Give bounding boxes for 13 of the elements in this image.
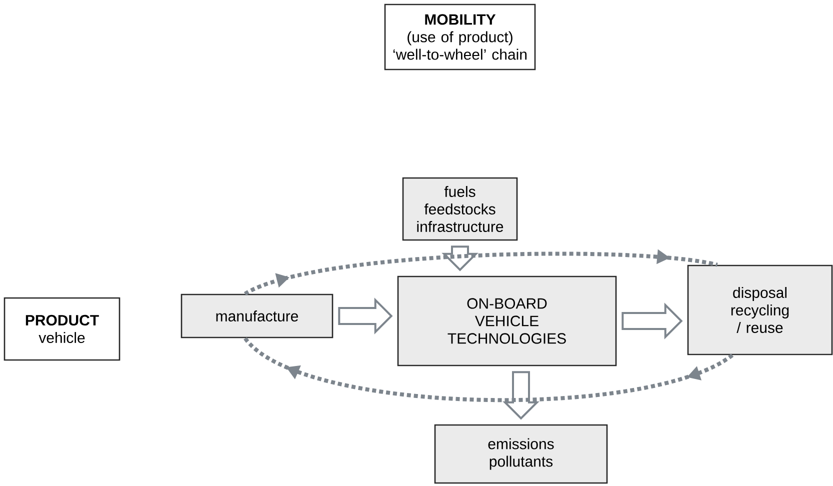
process-box: ON-BOARD VEHICLE TECHNOLOGIES [397,276,617,366]
title-box: MOBILITY (use of product) ‘well-to-wheel’ chain [384,4,536,70]
block-arrow [442,246,478,272]
dotted-arrow [244,336,734,402]
process-box: disposal recycling / reuse [687,264,833,356]
block-arrow [622,302,683,340]
process-box: manufacture [180,294,334,338]
title-box: PRODUCT vehicle [4,297,120,361]
process-box: emissions pollutants [434,424,608,484]
dotted-arrow [244,249,718,296]
block-arrow [502,371,540,420]
block-arrow [338,298,393,334]
process-box: fuels feedstocks infrastructure [402,177,518,241]
